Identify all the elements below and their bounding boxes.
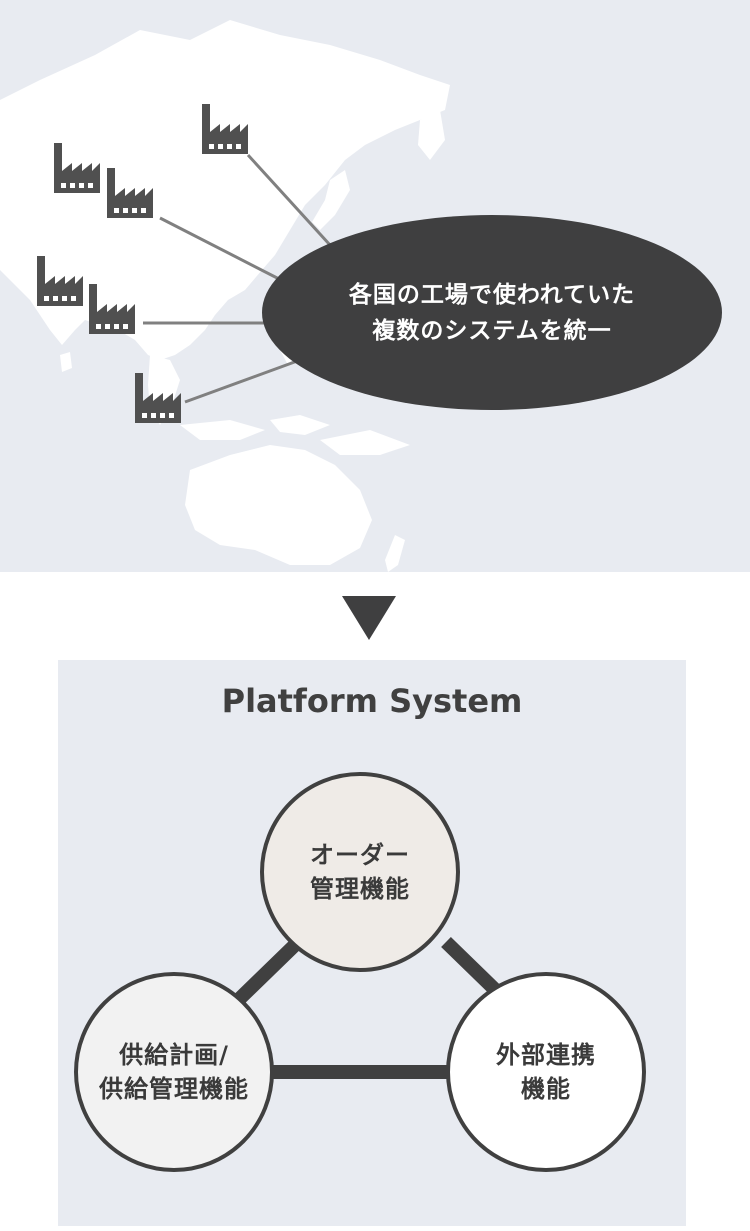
- order-line-2: 管理機能: [310, 875, 410, 903]
- factory-connector-lines: [143, 153, 332, 404]
- kamchatka: [418, 110, 445, 160]
- platform-title: Platform System: [221, 682, 523, 720]
- external-integration-circle: 外部連携 機能: [446, 972, 646, 1172]
- supply-line-2: 供給管理機能: [99, 1075, 249, 1103]
- order-line-1: オーダー: [310, 841, 410, 869]
- callout-line-2: 複数のシステムを統一: [372, 317, 612, 344]
- unify-systems-callout: 各国の工場で使われていた 複数のシステムを統一: [262, 215, 722, 410]
- australia: [185, 445, 372, 565]
- factory-icon: [107, 168, 153, 218]
- down-arrow-icon: [342, 596, 396, 640]
- supply-planning-circle: 供給計画/ 供給管理機能: [74, 972, 274, 1172]
- asia-landmass: [0, 20, 450, 360]
- factory-icon: [54, 143, 100, 193]
- factory-icon: [89, 284, 135, 334]
- external-line-2: 機能: [521, 1075, 571, 1103]
- order-management-circle: オーダー 管理機能: [260, 772, 460, 972]
- callout-line-1: 各国の工場で使われていた: [348, 281, 636, 308]
- japan: [312, 170, 350, 230]
- factory-icon: [135, 373, 181, 423]
- factory-icon: [37, 256, 83, 306]
- factory-icon: [202, 104, 248, 154]
- indonesia: [180, 420, 265, 440]
- new-zealand: [385, 535, 405, 572]
- map-panel: 各国の工場で使われていた 複数のシステムを統一: [0, 0, 750, 572]
- supply-line-1: 供給計画/: [119, 1041, 229, 1069]
- platform-system-panel: Platform System オーダー 管理機能 供給計画/ 供給管理機能 外…: [58, 660, 686, 1226]
- external-line-1: 外部連携: [496, 1041, 596, 1069]
